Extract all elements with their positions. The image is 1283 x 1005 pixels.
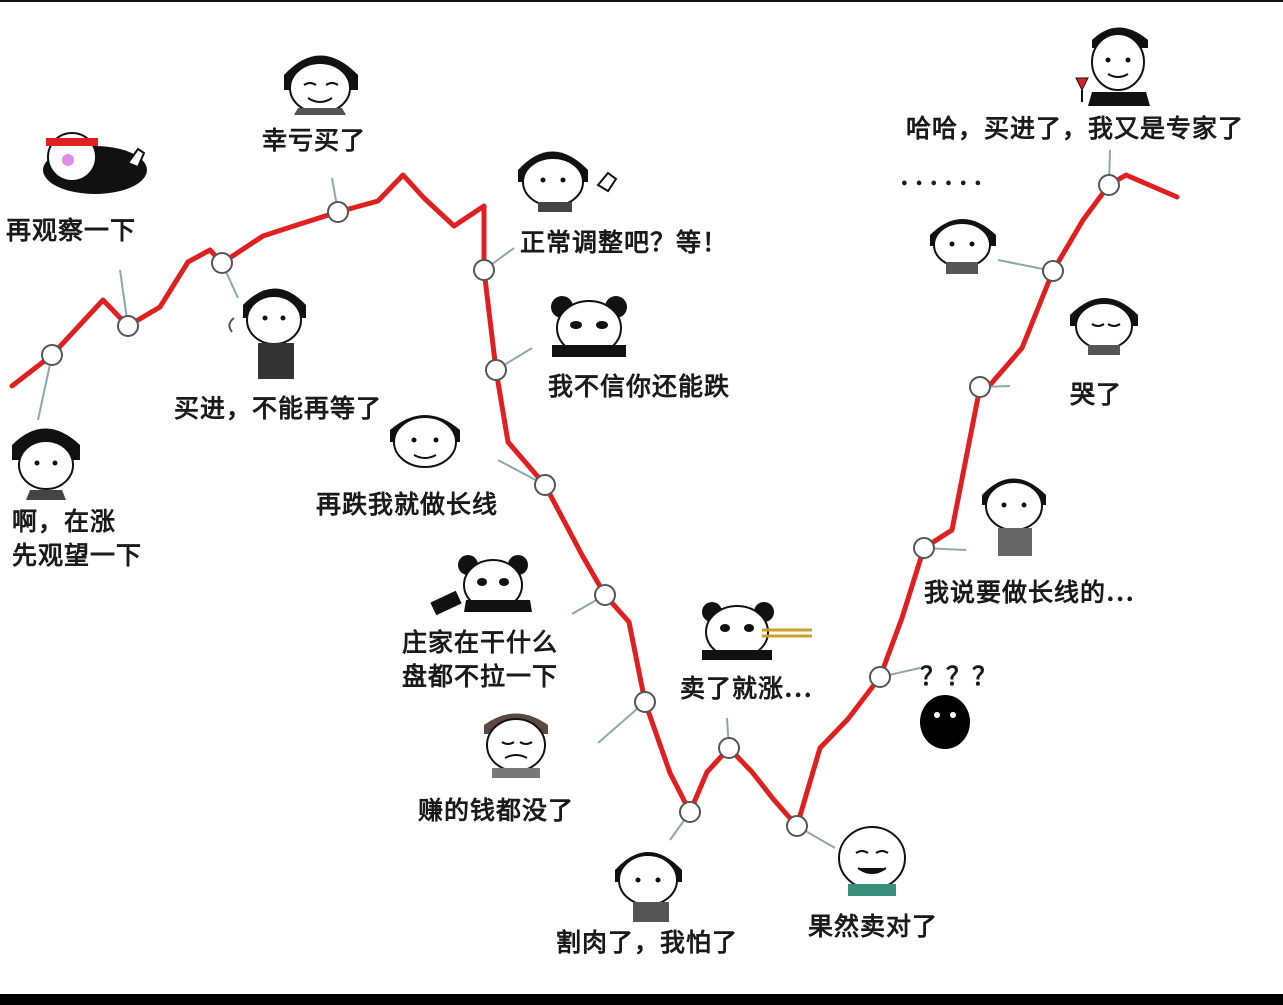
character-headband-icon (43, 132, 147, 194)
caption-watch-more: 再观察一下 (6, 216, 137, 245)
top-border (0, 0, 1283, 2)
character-smoking-icon (228, 288, 306, 379)
panda-chopsticks-icon (702, 602, 812, 660)
caption-crying: 哭了 (1070, 380, 1123, 409)
bottom-bar (0, 994, 1283, 1005)
character-weeping-icon (1070, 298, 1138, 355)
character-crying-icon (484, 713, 548, 778)
character-long-term-icon (390, 415, 460, 468)
caption-cut-loss: 割肉了，我怕了 (556, 928, 739, 957)
caption-dots: ...... (900, 162, 989, 191)
character-lucky-icon (284, 55, 358, 115)
character-regret-icon (982, 478, 1046, 556)
caption-profit-gone: 赚的钱都没了 (418, 796, 575, 825)
caption-long-term-if-drop: 再跌我就做长线 (316, 490, 499, 519)
caption-question: ？？？ (920, 662, 999, 691)
caption-buy-in: 买进，不能再等了 (174, 394, 383, 423)
caption-what-dealer: 庄家在干什么 盘都不拉一下 (402, 628, 559, 691)
price-curve (9, 172, 1180, 829)
character-bowlcut-icon (12, 428, 80, 500)
caption-sold-rises: 卖了就涨... (680, 674, 814, 703)
panda-icon (551, 296, 627, 357)
curve-markers (41, 174, 1120, 837)
caption-normal-adjust: 正常调整吧？等！ (520, 228, 729, 257)
character-wait-icon (518, 151, 618, 212)
character-laughing-icon (838, 826, 906, 896)
caption-said-long-term: 我说要做长线的... (924, 578, 1136, 607)
caption-sold-right: 果然卖对了 (808, 912, 939, 941)
black-figure-icon (920, 695, 970, 749)
character-afraid-icon (615, 852, 682, 922)
caption-lucky: 幸亏买了 (262, 126, 367, 155)
caption-rising-wait: 啊，在涨 先观望一下 (12, 507, 143, 570)
caption-dont-believe: 我不信你还能跌 (548, 372, 731, 401)
character-peeking-icon (930, 219, 996, 274)
character-expert-icon (1075, 27, 1150, 106)
panda-phone-icon (430, 555, 532, 616)
caption-expert-again: 哈哈，买进了，我又是专家了 (906, 114, 1245, 143)
